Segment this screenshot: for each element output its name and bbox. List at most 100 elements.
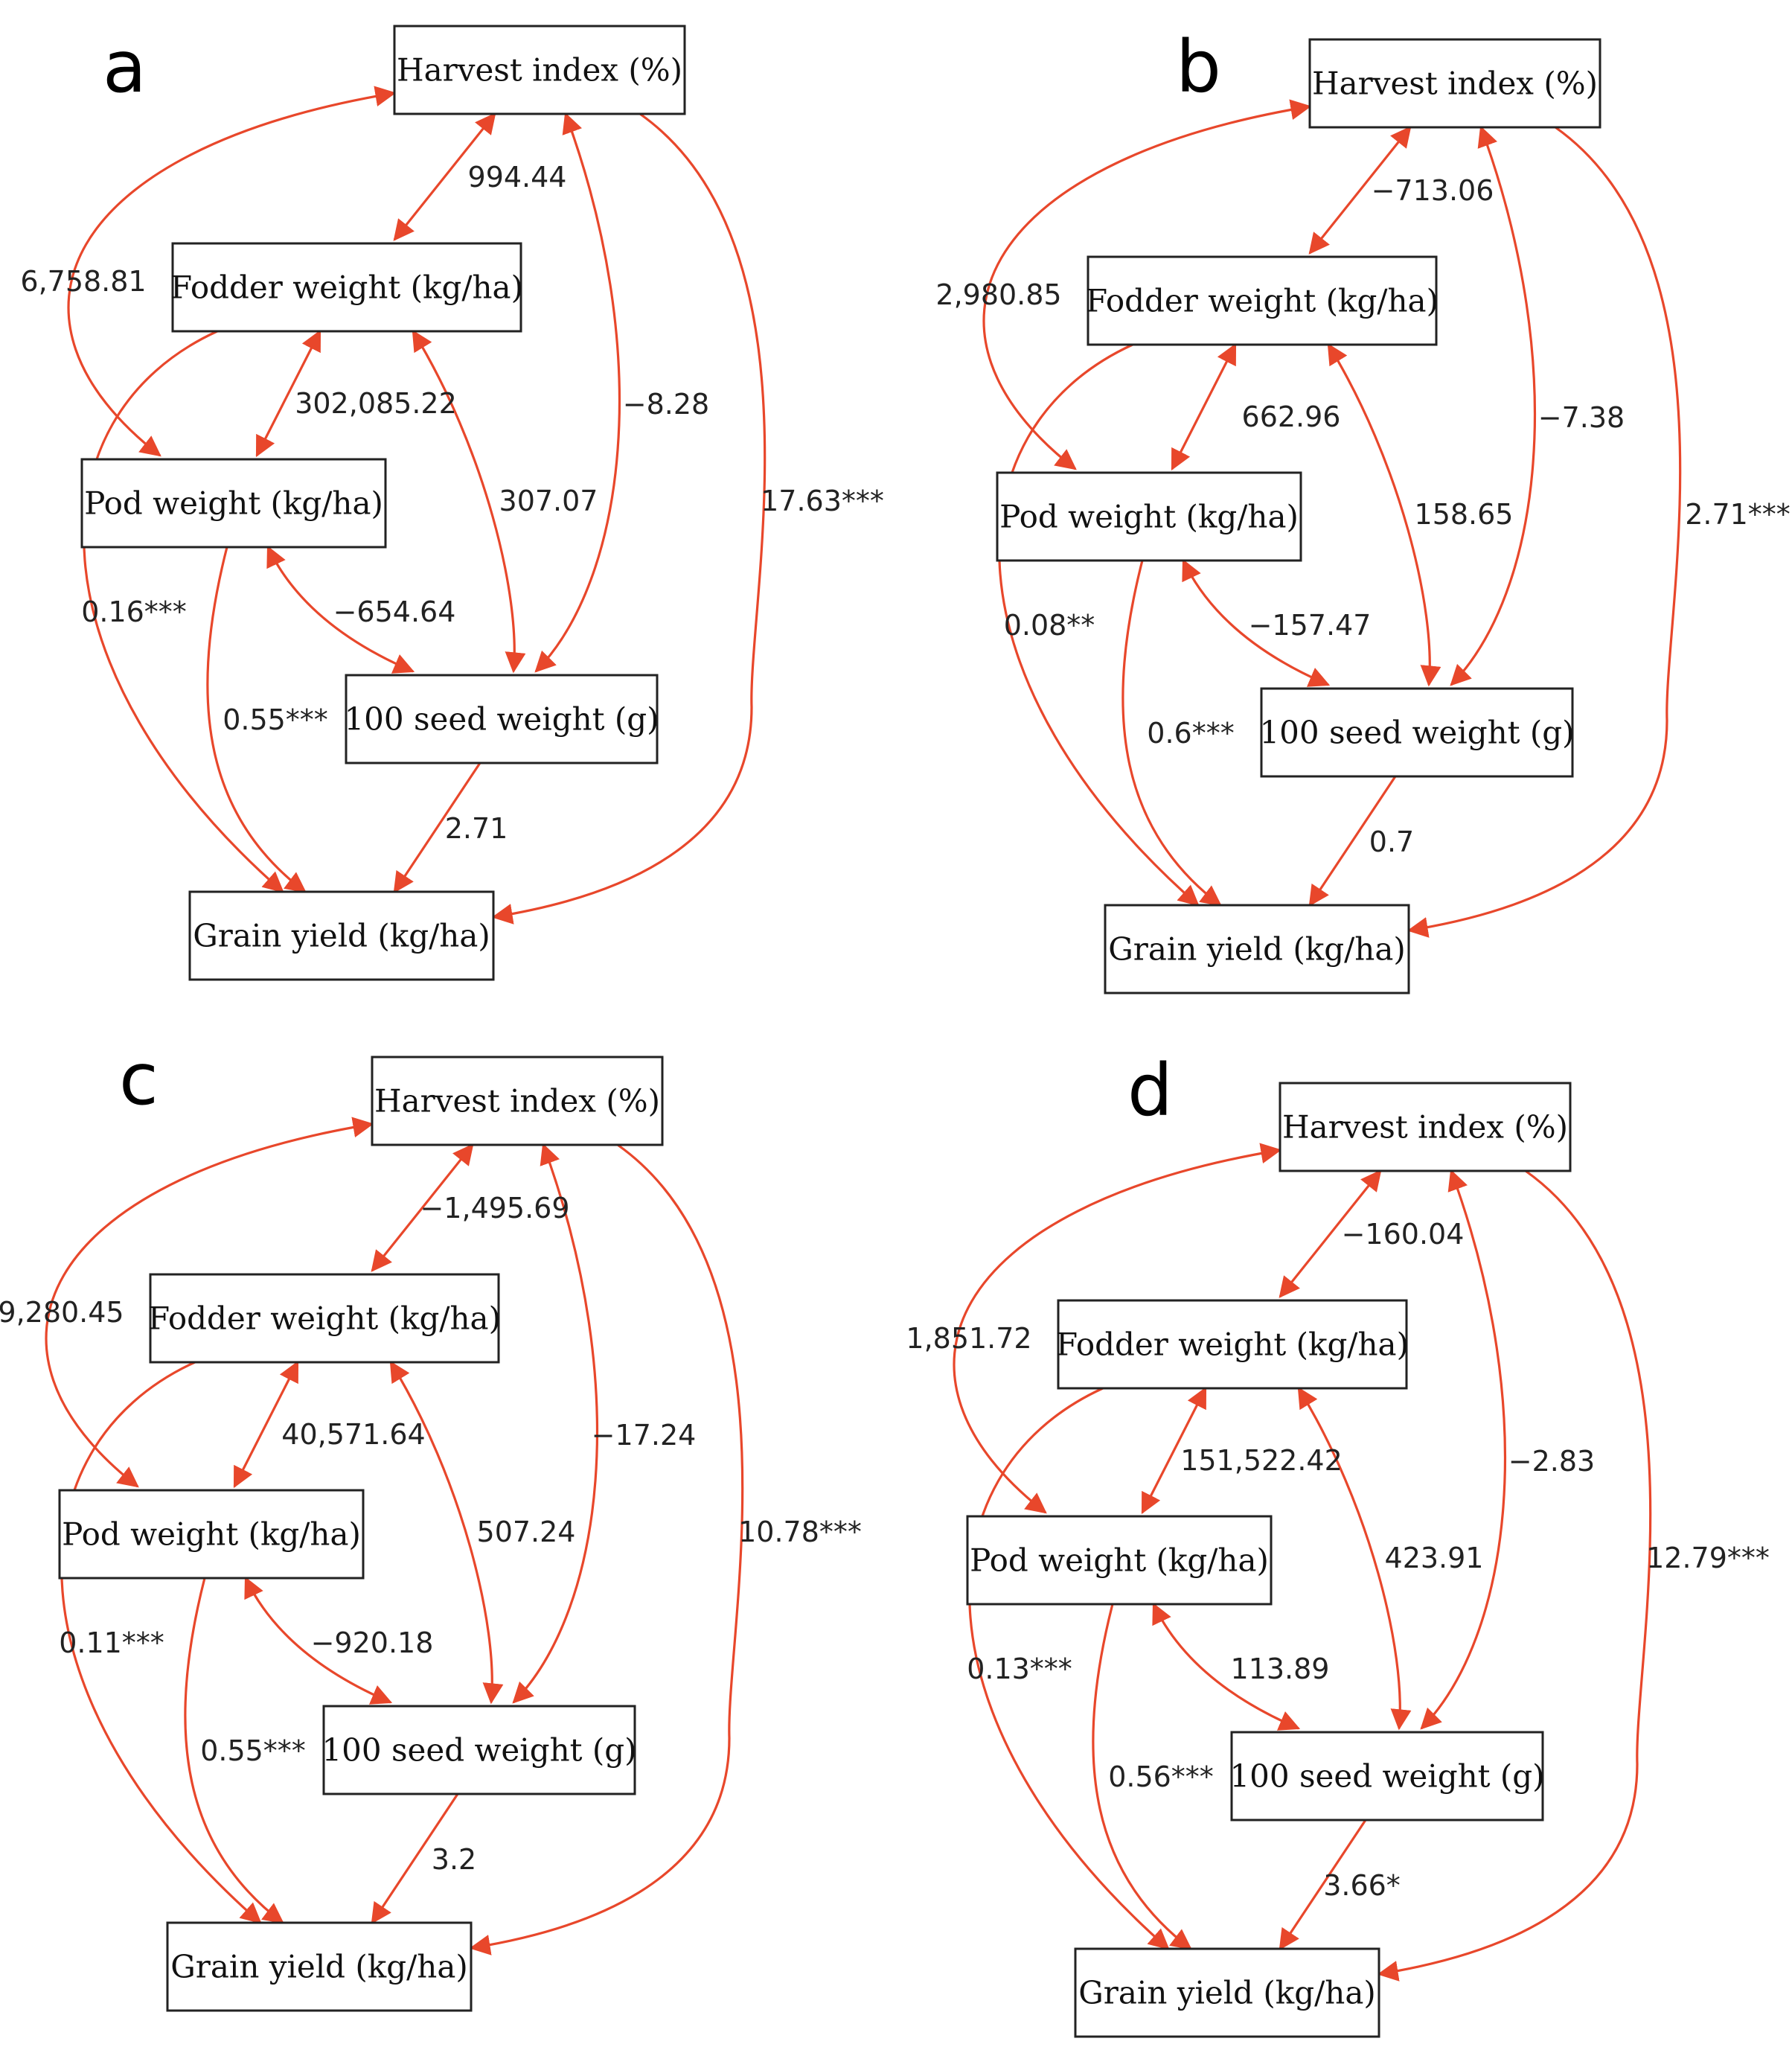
edge-hi_pw bbox=[982, 99, 1312, 470]
edge-hi_sw bbox=[1420, 1169, 1507, 1730]
edge-label-sw_gy: 3.66* bbox=[1323, 1869, 1401, 1902]
edge-hi_gy bbox=[1377, 1169, 1652, 1982]
node-gy: Grain yield (kg/ha) bbox=[166, 1921, 473, 2012]
edge-fw_pw bbox=[1141, 1386, 1207, 1515]
edge-label-hi_fw: −1,495.69 bbox=[420, 1192, 569, 1225]
node-fw: Fodder weight (kg/ha) bbox=[148, 1273, 501, 1364]
edge-label-fw_pw: 302,085.22 bbox=[295, 387, 457, 420]
edge-fw_sw bbox=[389, 1361, 504, 1705]
node-hi-box bbox=[1279, 1082, 1572, 1172]
panel-letter-c: c bbox=[119, 1038, 159, 1121]
node-sw-box bbox=[1230, 1731, 1544, 1821]
edge-label-hi_fw: −160.04 bbox=[1342, 1218, 1465, 1251]
edge-label-fw_gy: 0.08** bbox=[1004, 609, 1095, 642]
edge-hi_sw bbox=[1450, 125, 1537, 686]
edge-label-hi_gy: 17.63*** bbox=[761, 485, 884, 517]
edge-label-hi_sw: −2.83 bbox=[1508, 1445, 1595, 1478]
node-sw-box bbox=[345, 674, 659, 764]
edge-label-hi_sw: −17.24 bbox=[592, 1419, 697, 1452]
node-gy-label: Grain yield (kg/ha) bbox=[170, 1949, 468, 1985]
node-pw-box bbox=[58, 1489, 365, 1580]
node-hi-box bbox=[393, 25, 686, 115]
node-gy-label: Grain yield (kg/ha) bbox=[193, 918, 490, 954]
node-gy: Grain yield (kg/ha) bbox=[1104, 904, 1410, 994]
node-pw-label: Pod weight (kg/ha) bbox=[62, 1516, 361, 1553]
edge-hi_gy bbox=[1407, 126, 1682, 938]
panel-b: Harvest index (%)Fodder weight (kg/ha)Po… bbox=[935, 38, 1791, 994]
node-gy-box bbox=[188, 890, 495, 981]
node-fw-label: Fodder weight (kg/ha) bbox=[170, 269, 523, 306]
node-pw-box bbox=[966, 1515, 1273, 1606]
node-fw-box bbox=[149, 1273, 500, 1364]
edge-label-hi_fw: 994.44 bbox=[468, 161, 567, 194]
node-fw: Fodder weight (kg/ha) bbox=[1056, 1299, 1409, 1390]
panel-a: Harvest index (%) Fodder weight (kg/ha) Po… bbox=[20, 25, 884, 981]
edge-label-sw_gy: 0.7 bbox=[1369, 826, 1414, 858]
edge-label-hi_fw: −713.06 bbox=[1372, 174, 1494, 207]
node-fw-box bbox=[1057, 1299, 1408, 1390]
node-pw-label: Pod weight (kg/ha) bbox=[84, 485, 383, 522]
node-hi-label: Harvest index (%) bbox=[397, 52, 682, 89]
node-fw-box bbox=[171, 242, 522, 333]
edge-label-fw_gy: 0.11*** bbox=[59, 1626, 164, 1659]
edge-label-pw_gy: 0.55*** bbox=[200, 1734, 306, 1767]
node-sw-label: 100 seed weight (g) bbox=[1259, 715, 1574, 751]
edge-label-hi_sw: −7.38 bbox=[1538, 401, 1625, 434]
node-hi-box bbox=[1308, 38, 1601, 129]
edge-label-fw_sw: 423.91 bbox=[1385, 1542, 1484, 1574]
node-gy: Grain yield (kg/ha) bbox=[188, 890, 495, 981]
panel-letter-b: b bbox=[1176, 25, 1221, 109]
edge-pw_sw bbox=[1152, 1602, 1301, 1731]
node-gy: Grain yield (kg/ha) bbox=[1074, 1947, 1380, 2038]
edge-label-hi_gy: 12.79*** bbox=[1646, 1542, 1770, 1574]
edge-hi_pw bbox=[67, 86, 397, 457]
node-sw-label: 100 seed weight (g) bbox=[321, 1732, 636, 1769]
edge-label-fw_pw: 151,522.42 bbox=[1180, 1444, 1343, 1477]
node-pw-box bbox=[996, 471, 1302, 562]
edge-label-hi_pw: 1,851.72 bbox=[906, 1322, 1031, 1355]
node-gy-label: Grain yield (kg/ha) bbox=[1078, 1975, 1376, 2011]
edge-fw_pw bbox=[255, 329, 321, 458]
edge-hi_sw bbox=[512, 1143, 599, 1704]
edge-label-hi_gy: 2.71*** bbox=[1685, 498, 1791, 531]
node-sw: 100 seed weight (g) bbox=[344, 674, 659, 764]
node-hi: Harvest index (%) bbox=[1308, 38, 1601, 129]
edge-hi_pw bbox=[45, 1117, 374, 1488]
edge-label-fw_pw: 662.96 bbox=[1242, 400, 1341, 433]
edge-label-hi_gy: 10.78*** bbox=[738, 1516, 862, 1548]
edge-hi_fw bbox=[1279, 1169, 1382, 1298]
edge-hi_sw bbox=[534, 112, 621, 673]
edge-sw_gy bbox=[1279, 1819, 1367, 1950]
edge-label-pw_gy: 0.55*** bbox=[223, 703, 328, 736]
edge-hi_fw bbox=[371, 1143, 474, 1272]
node-hi-label: Harvest index (%) bbox=[1312, 66, 1598, 102]
edge-label-fw_sw: 307.07 bbox=[499, 485, 598, 517]
node-hi-label: Harvest index (%) bbox=[374, 1083, 660, 1120]
edge-label-pw_sw: −157.47 bbox=[1249, 609, 1372, 642]
node-pw: Pod weight (kg/ha) bbox=[996, 471, 1302, 562]
edge-hi_gy bbox=[491, 112, 767, 925]
edge-label-pw_gy: 0.56*** bbox=[1108, 1760, 1214, 1793]
edge-label-pw_sw: −654.64 bbox=[333, 596, 456, 628]
edge-label-fw_sw: 158.65 bbox=[1415, 498, 1514, 531]
edge-label-hi_pw: 9,280.45 bbox=[0, 1296, 124, 1329]
node-fw-label: Fodder weight (kg/ha) bbox=[1056, 1326, 1409, 1363]
node-pw-label: Pod weight (kg/ha) bbox=[999, 499, 1299, 535]
edge-label-hi_pw: 2,980.85 bbox=[935, 278, 1061, 311]
edge-pw_gy bbox=[206, 546, 307, 893]
edge-hi_fw bbox=[393, 112, 496, 241]
node-hi: Harvest index (%) bbox=[393, 25, 686, 115]
edge-fw_pw bbox=[233, 1360, 299, 1489]
edge-pw_sw bbox=[266, 545, 415, 674]
edge-pw_gy bbox=[1092, 1603, 1192, 1950]
node-sw-label: 100 seed weight (g) bbox=[344, 701, 659, 738]
edge-label-sw_gy: 3.2 bbox=[432, 1843, 476, 1876]
node-hi: Harvest index (%) bbox=[1279, 1082, 1572, 1172]
edge-fw_pw bbox=[1171, 342, 1237, 471]
node-sw: 100 seed weight (g) bbox=[1229, 1731, 1545, 1821]
panel-d: Harvest index (%)Fodder weight (kg/ha)Po… bbox=[906, 1082, 1770, 2038]
panel-letter-a: a bbox=[103, 25, 147, 109]
node-fw-box bbox=[1087, 255, 1438, 346]
edge-pw_gy bbox=[184, 1577, 284, 1924]
edge-pw_sw bbox=[244, 1576, 393, 1705]
